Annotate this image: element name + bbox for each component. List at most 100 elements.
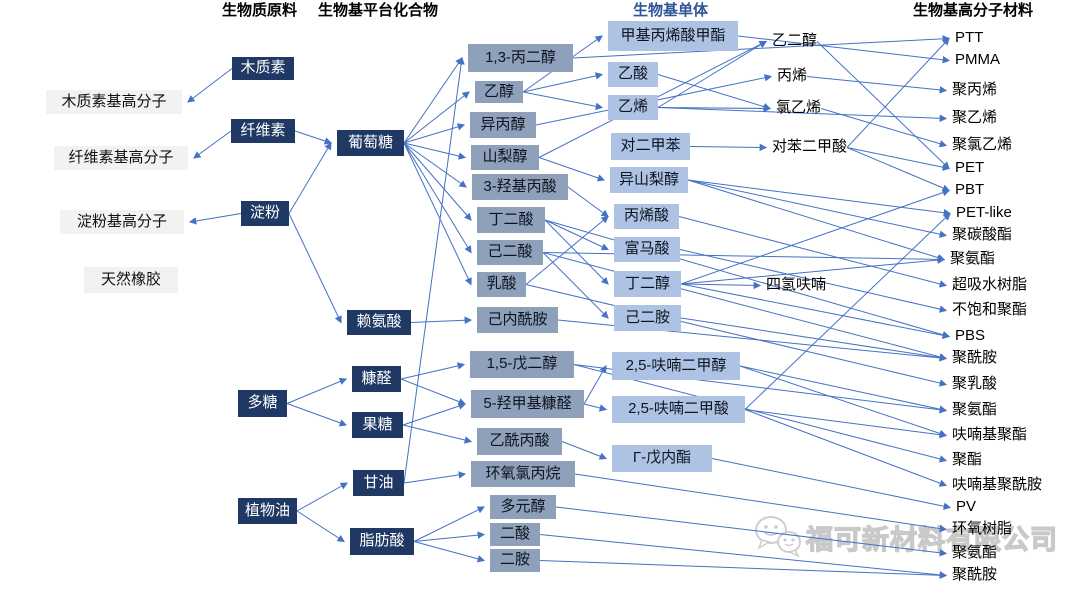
- node-hmda: 己二胺: [614, 305, 681, 331]
- edge-glucose-adipic: [403, 142, 472, 254]
- node-cellulose: 纤维素: [231, 119, 295, 143]
- edge-fdca-fpa: [744, 409, 948, 487]
- node-pentanediol: 1,5-戊二醇: [470, 351, 574, 378]
- node-epichlorohydrin: 环氧氯丙烷: [471, 461, 575, 487]
- edge-polysaccharide-fructose: [286, 403, 348, 427]
- node-acetic: 乙酸: [608, 62, 658, 87]
- edge-glycerol-pdo: [403, 56, 465, 484]
- node-diamine: 二胺: [490, 549, 540, 572]
- edge-fructose-levulinic: [402, 424, 473, 444]
- edge-mma-pmma: [737, 35, 951, 64]
- node-sorbitol: 山梨醇: [471, 145, 539, 170]
- node-pc: 聚碳酸酯: [952, 226, 1013, 243]
- node-pdo: 1,3-丙二醇: [468, 44, 573, 72]
- edge-fdm-fpe: [739, 365, 948, 438]
- node-glycerol: 甘油: [353, 470, 404, 496]
- node-levulinic: 乙酰丙酸: [477, 428, 562, 455]
- edge-glucose-lactic: [403, 142, 472, 286]
- edge-adipic-pu1: [542, 252, 946, 264]
- edge-px-pta: [689, 143, 768, 152]
- node-epoxy: 环氧树脂: [952, 520, 1013, 537]
- edge-cellulose-glucose: [294, 130, 333, 145]
- node-vcm: 氯乙烯: [776, 99, 822, 116]
- node-ethanol: 乙醇: [475, 81, 523, 103]
- node-col1-header: 生物质原料: [222, 2, 298, 19]
- node-hp3: 3-羟基丙酸: [472, 174, 568, 200]
- edge-glucose-sorbitol: [403, 142, 467, 160]
- node-pa2: 聚酰胺: [952, 566, 998, 583]
- watermark: 福可新材料有限公司: [752, 512, 1058, 563]
- node-bdo: 丁二醇: [614, 271, 681, 297]
- node-propylene: 丙烯: [777, 67, 808, 84]
- node-isosorbide: 异山梨醇: [610, 167, 688, 193]
- node-petlike: PET-like: [956, 204, 1012, 221]
- node-lactic: 乳酸: [477, 272, 526, 297]
- node-veg_oil: 植物油: [238, 498, 297, 524]
- edge-isosorbide-petlike: [687, 179, 952, 217]
- node-polyol: 多元醇: [490, 495, 556, 519]
- node-col3-header: 生物基单体: [633, 2, 709, 19]
- node-fdm: 2,5-呋喃二甲醇: [612, 352, 740, 380]
- edge-pta-pbt: [846, 147, 951, 192]
- edge-isosorbide-pc: [687, 179, 948, 238]
- node-pu3: 聚氨酯: [952, 544, 998, 561]
- node-fructose: 果糖: [352, 412, 403, 438]
- node-pvc: 聚氯乙烯: [952, 136, 1013, 153]
- node-px: 对二甲苯: [611, 133, 690, 160]
- node-col2-header: 生物基平台化合物: [318, 2, 439, 19]
- node-diacid: 二酸: [490, 523, 540, 546]
- edge-lignin-lignin_poly: [187, 68, 233, 103]
- edge-polysaccharide-furfural: [286, 377, 348, 404]
- edge-acetic-vcm: [657, 74, 772, 111]
- node-pa1: 聚酰胺: [952, 349, 998, 366]
- edge-glucose-hp3: [403, 142, 467, 188]
- edge-hp3-acrylic: [567, 186, 609, 218]
- node-fpe: 呋喃基聚酯: [952, 426, 1028, 443]
- node-caprolactam: 己内酰胺: [477, 307, 558, 333]
- node-pe: 聚乙烯: [952, 109, 998, 126]
- edge-glycerol-epichlorohydrin: [403, 471, 467, 484]
- edge-fatty_acid-polyol: [413, 506, 486, 542]
- node-thf: 四氢呋喃: [766, 276, 827, 293]
- node-natural_rubber: 天然橡胶: [84, 267, 178, 293]
- node-fatty_acid: 脂肪酸: [350, 528, 414, 555]
- wechat-icon: [752, 512, 802, 563]
- node-pu2: 聚氨酯: [952, 401, 998, 418]
- edge-bdo-thf: [680, 281, 762, 290]
- edge-fdca-fpe: [744, 409, 948, 439]
- edge-fatty_acid-diamine: [413, 541, 486, 563]
- node-sap: 超吸水树脂: [952, 276, 1028, 293]
- edge-fructose-hmf: [402, 402, 467, 426]
- node-succinic: 丁二酸: [477, 207, 545, 233]
- node-fpa: 呋喃基聚酰胺: [952, 476, 1043, 493]
- node-ptt: PTT: [955, 29, 984, 46]
- node-hmf: 5-羟甲基糠醛: [471, 390, 584, 418]
- edge-pta-pet: [846, 147, 951, 171]
- node-upr: 不饱和聚酯: [952, 301, 1028, 318]
- node-cellulose_poly: 纤维素基高分子: [54, 146, 188, 170]
- edge-starch-starch_poly: [188, 213, 242, 225]
- node-mma: 甲基丙烯酸甲酯: [608, 21, 738, 51]
- edge-glucose-isopropanol: [403, 123, 466, 144]
- node-polysaccharide: 多糖: [238, 390, 287, 417]
- node-pla: 聚乳酸: [952, 375, 998, 392]
- edge-glucose-pdo: [403, 57, 463, 144]
- node-meg: 乙二醇: [772, 32, 818, 49]
- edge-hmf-fdca: [583, 403, 608, 412]
- edge-glucose-succinic: [403, 142, 472, 221]
- node-pbs: PBS: [955, 327, 986, 344]
- watermark-text: 福可新材料有限公司: [805, 524, 1058, 555]
- edge-adipic-pa1: [542, 252, 948, 361]
- node-fdca: 2,5-呋喃二甲酸: [612, 396, 745, 423]
- node-pet: PET: [955, 159, 985, 176]
- edge-isosorbide-pu1: [687, 179, 946, 262]
- edge-bdo-pbt: [680, 189, 951, 285]
- node-pmma: PMMA: [955, 51, 1000, 68]
- node-lysine: 赖氨酸: [347, 310, 411, 335]
- node-acrylic: 丙烯酸: [614, 204, 679, 229]
- node-gvl: Γ-戊内酯: [612, 445, 712, 472]
- edge-propylene-pp: [806, 76, 948, 94]
- edge-ethylene-vcm: [657, 104, 772, 113]
- edge-veg_oil-fatty_acid: [296, 510, 345, 543]
